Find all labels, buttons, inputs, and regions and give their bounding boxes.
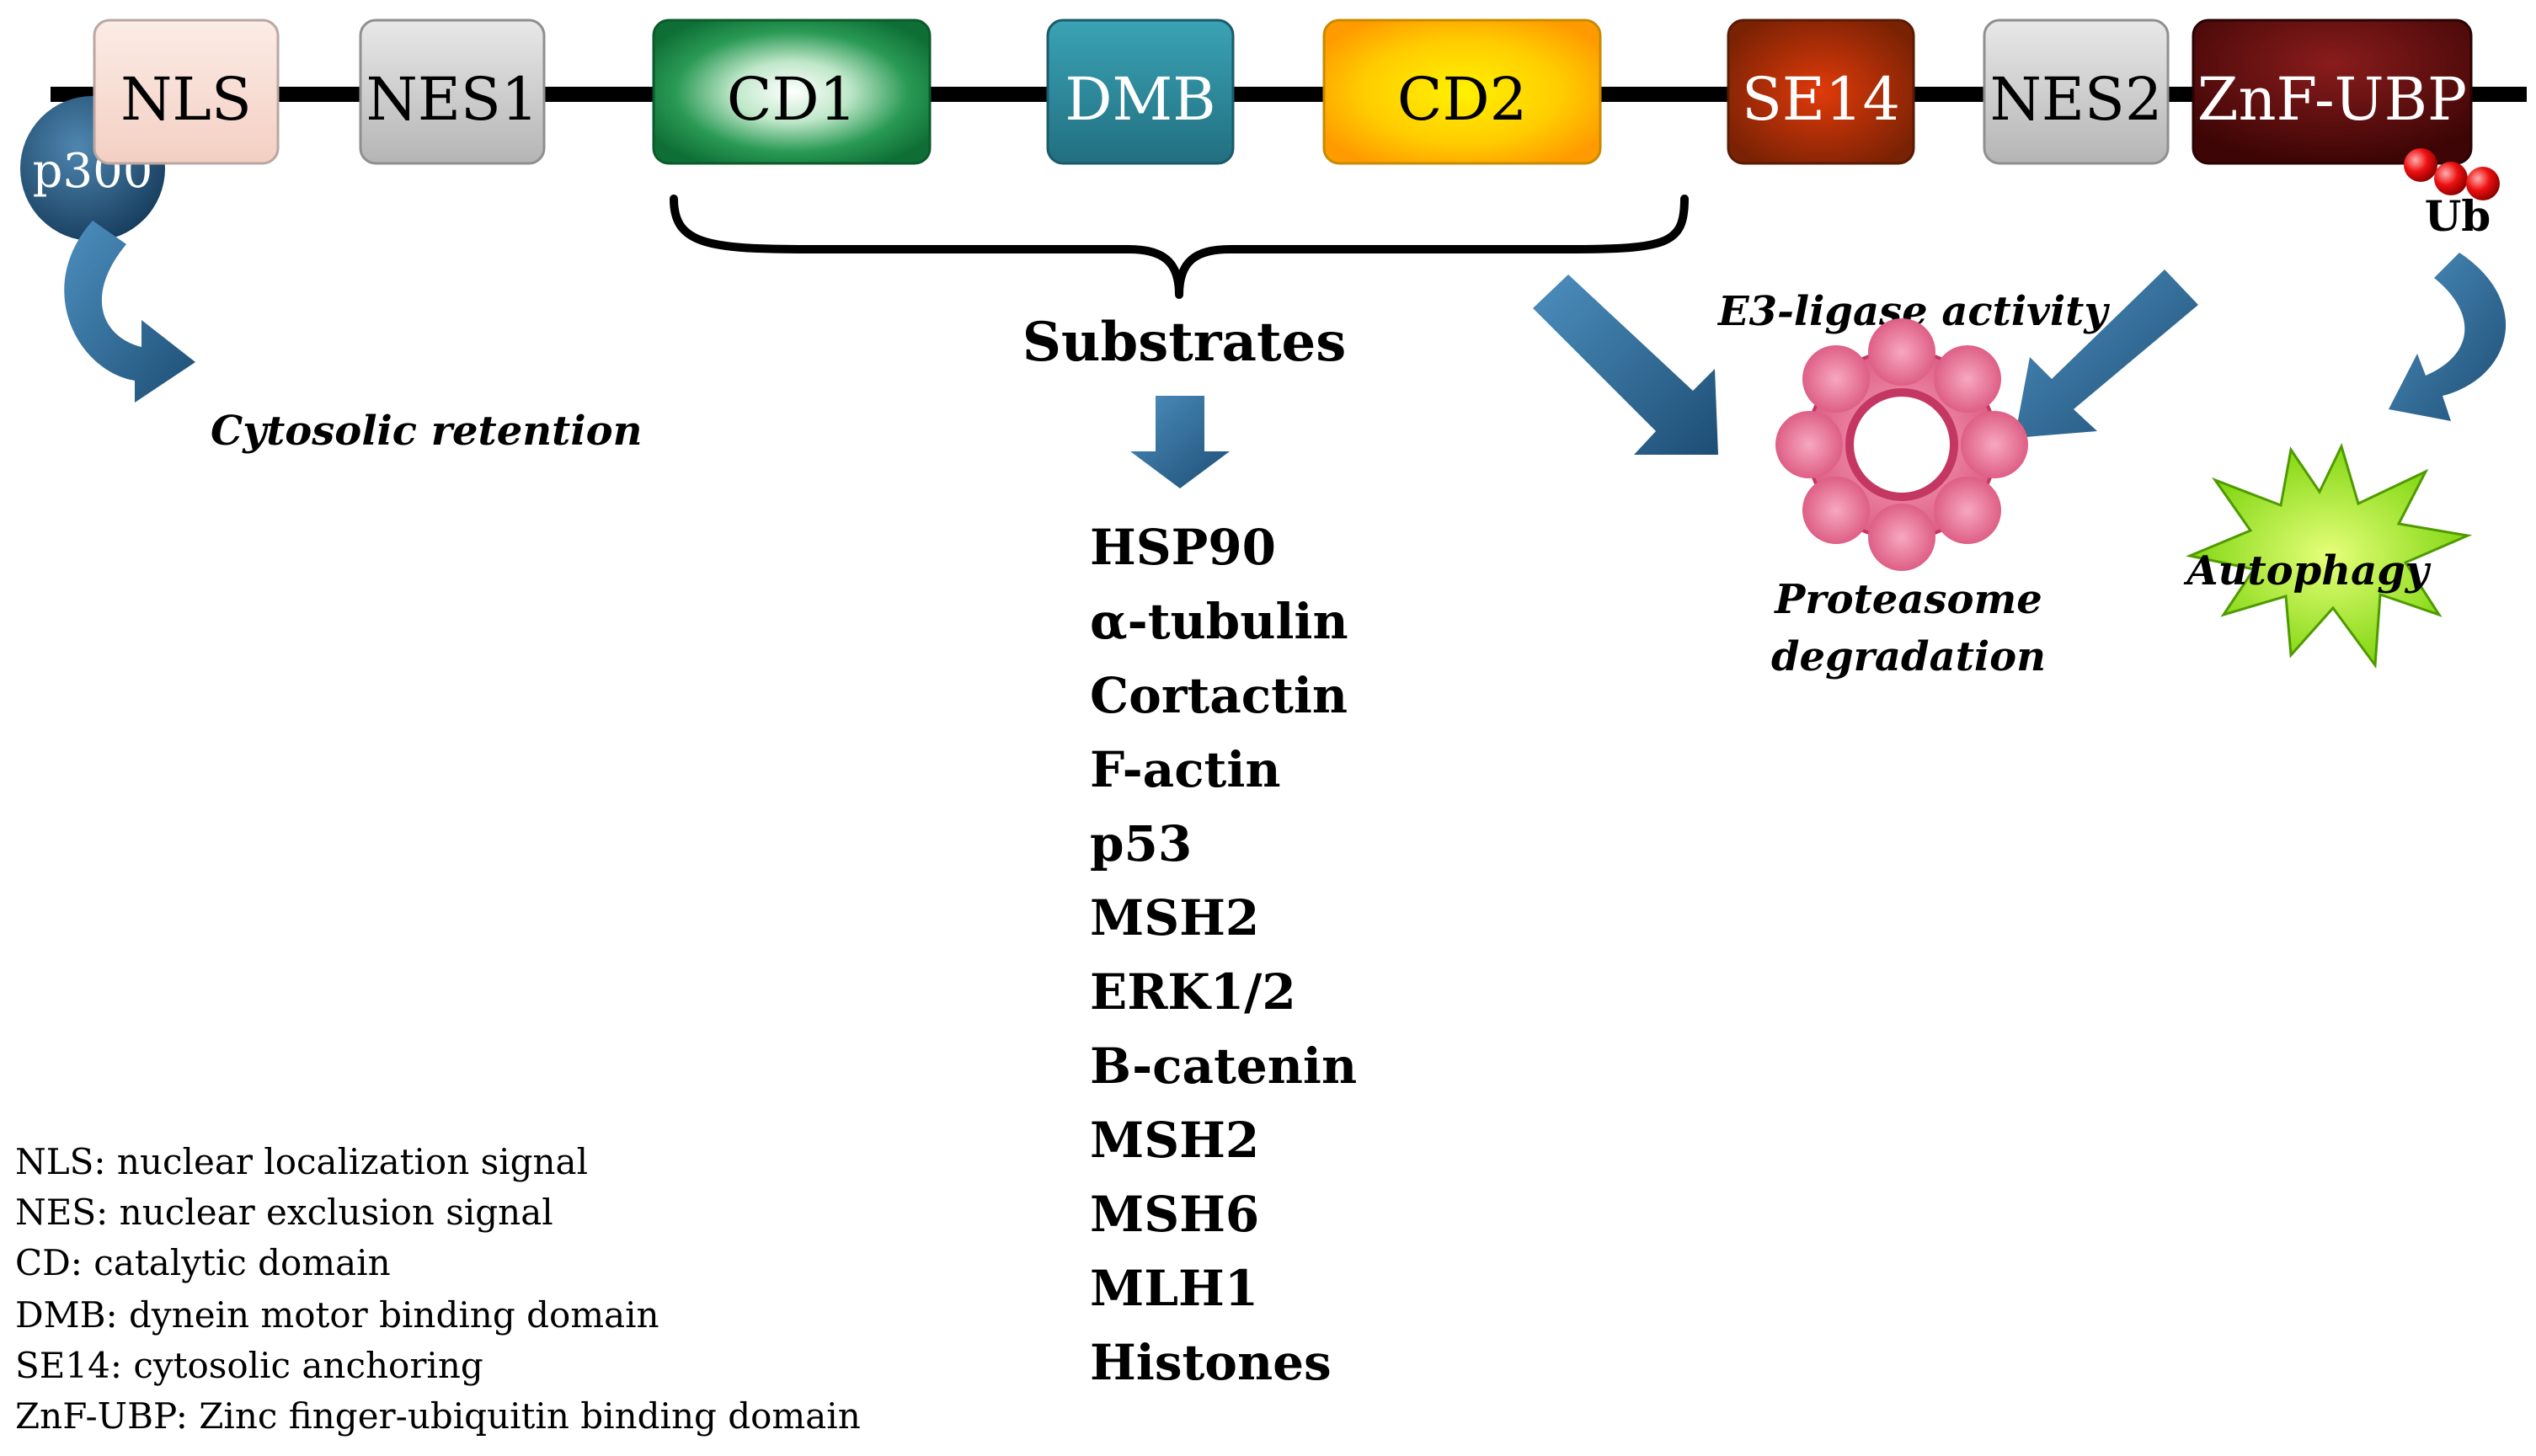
domain-se14: SE14 [1727, 19, 1915, 165]
svg-text:NES1: NES1 [366, 65, 539, 134]
proteasome-label-line1: Proteasome [1773, 576, 2042, 623]
substrate-item: p53 [1090, 815, 1192, 872]
domain-cd1: CD1 [652, 19, 932, 165]
autophagy-label: Autophagy [2183, 547, 2431, 595]
ubiquitin-chain: Ub [2404, 148, 2500, 241]
svg-text:NES2: NES2 [1990, 65, 2163, 134]
domain-znf-ubp: ZnF-UBP [2192, 19, 2473, 165]
substrate-item: MSH2 [1090, 1112, 1259, 1169]
domain-cd2: CD2 [1322, 19, 1602, 165]
proteasome-label-line2: degradation [1771, 633, 2046, 680]
cytosolic-retention-arrow [64, 221, 195, 403]
domain-dmb: DMB [1046, 19, 1235, 165]
substrate-list: HSP90 α-tubulin Cortactin F-actin p53 MS… [1090, 519, 1357, 1391]
substrate-item: Cortactin [1090, 667, 1348, 724]
proteasome-icon [1775, 318, 2028, 571]
substrates-down-arrow [1130, 396, 1230, 488]
svg-text:SE14: SE14 [1742, 65, 1900, 134]
legend-item: DMB: dynein motor binding domain [15, 1294, 659, 1336]
substrate-item: MLH1 [1090, 1260, 1258, 1317]
legend-item: SE14: cytosolic anchoring [15, 1345, 483, 1386]
legend-item: NES: nuclear exclusion signal [15, 1192, 553, 1233]
substrate-item: α-tubulin [1090, 593, 1348, 650]
legend-item: NLS: nuclear localization signal [15, 1141, 588, 1182]
cytosolic-retention-label: Cytosolic retention [211, 408, 642, 455]
substrates-brace [670, 195, 1689, 299]
substrates-title: Substrates [1022, 311, 1347, 374]
ub-label: Ub [2425, 191, 2491, 241]
legend-item: ZnF-UBP: Zinc finger-ubiquitin binding d… [15, 1395, 861, 1437]
substrate-item: ERK1/2 [1090, 963, 1296, 1021]
svg-text:DMB: DMB [1065, 65, 1215, 134]
cd2-to-proteasome-arrow [1533, 275, 1718, 455]
abbreviation-legend: NLS: nuclear localization signal NES: nu… [15, 1141, 861, 1437]
domain-nls: NLS [93, 19, 280, 165]
substrate-item: B-catenin [1090, 1037, 1357, 1095]
nes2-to-proteasome-arrow [2015, 269, 2198, 438]
substrate-item: MSH6 [1090, 1186, 1259, 1243]
substrate-item: HSP90 [1090, 519, 1276, 576]
svg-text:NLS: NLS [120, 65, 252, 134]
substrate-item: F-actin [1090, 741, 1281, 798]
legend-item: CD: catalytic domain [15, 1242, 391, 1283]
ub-to-autophagy-arrow [2389, 253, 2507, 421]
domain-nes1: NES1 [359, 19, 546, 165]
svg-text:CD2: CD2 [1397, 65, 1527, 134]
domain-nes2: NES2 [1983, 19, 2170, 165]
svg-text:ZnF-UBP: ZnF-UBP [2197, 65, 2467, 134]
svg-text:CD1: CD1 [727, 65, 857, 134]
substrate-item: MSH2 [1090, 889, 1259, 947]
autophagy-starburst [2185, 442, 2473, 669]
substrate-item: Histones [1090, 1334, 1332, 1391]
